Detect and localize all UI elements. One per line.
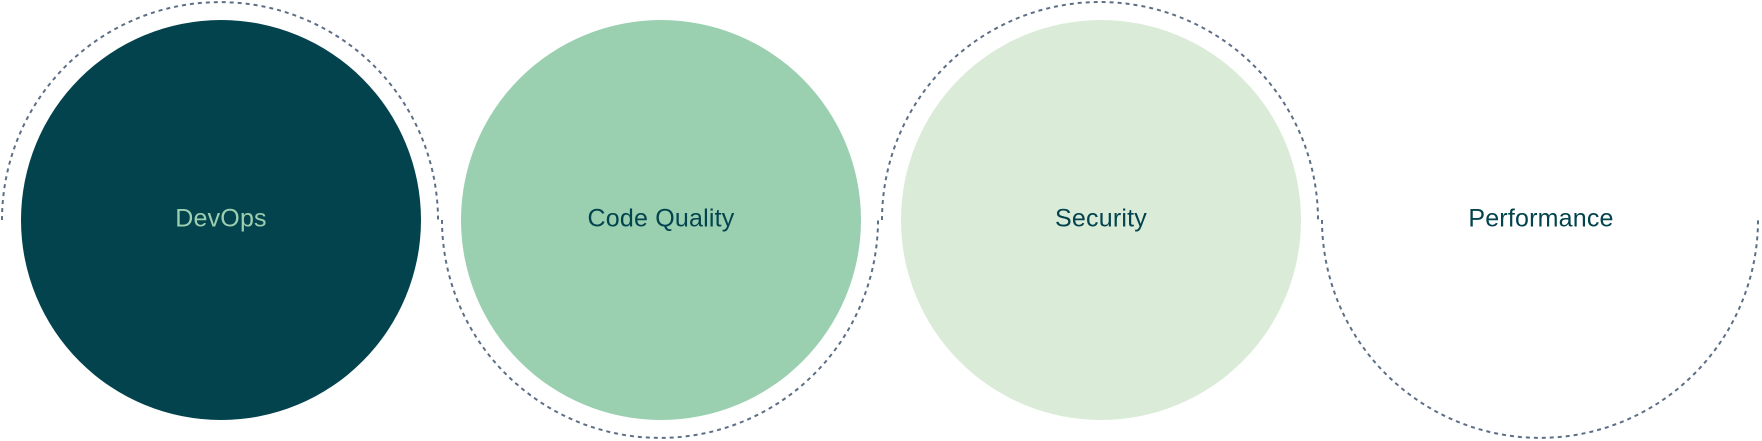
circle-security [901, 20, 1301, 420]
dashed-connector-1 [1, 1, 439, 221]
label-performance: Performance [1468, 205, 1613, 233]
label-security: Security [1055, 205, 1147, 233]
dashed-connector-3 [881, 1, 1319, 221]
label-devops: DevOps [175, 205, 267, 233]
circle-performance [1341, 20, 1741, 420]
circle-code-quality [461, 20, 861, 420]
dashed-connector-4 [1321, 219, 1759, 439]
circle-devops [21, 20, 421, 420]
label-code-quality: Code Quality [588, 205, 735, 233]
dashed-connector-2 [441, 219, 879, 439]
